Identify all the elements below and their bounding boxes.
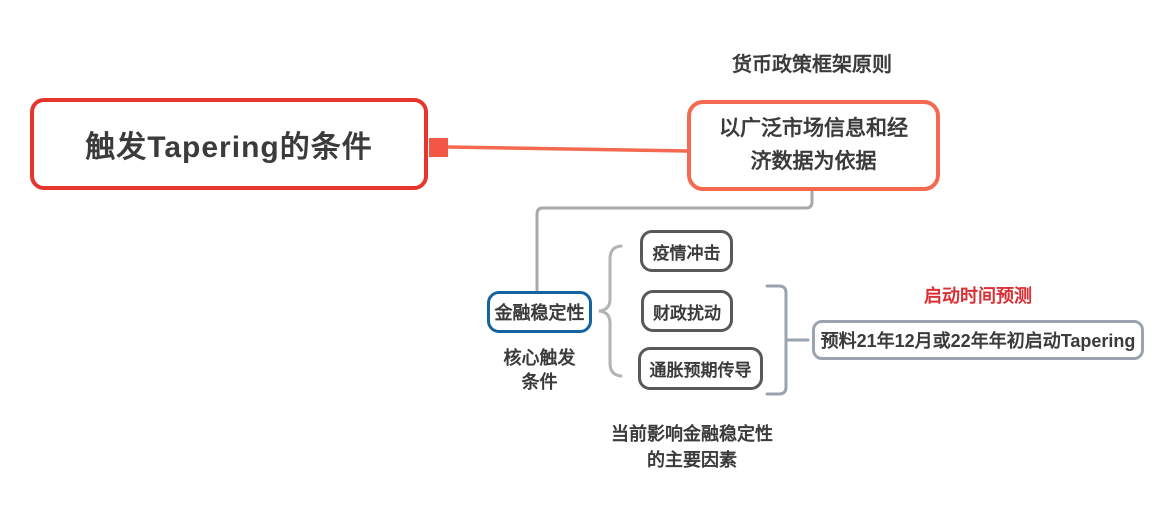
summary-bracket xyxy=(765,284,788,396)
factors-caption: 当前影响金融稳定性 的主要因素 xyxy=(611,424,773,470)
principle-label: 货币政策框架原则 xyxy=(732,54,892,76)
root-node: 触发Tapering的条件 xyxy=(30,98,428,190)
stability-caption: 核心触发 条件 xyxy=(503,348,576,392)
prediction-node: 预料21年12月或22年年初启动Tapering xyxy=(812,320,1144,360)
factor-node-fiscal: 财政扰动 xyxy=(641,290,733,332)
principle-node: 以广泛市场信息和经 济数据为依据 xyxy=(687,100,940,191)
prediction-label: 启动时间预测 xyxy=(924,286,1032,306)
connector-root-to-principle xyxy=(447,145,689,153)
root-connector-stub xyxy=(429,138,448,157)
stability-node: 金融稳定性 xyxy=(487,291,592,333)
factor-node-pandemic: 疫情冲击 xyxy=(640,230,733,272)
curly-brace xyxy=(598,244,623,378)
factor-node-inflation: 通胀预期传导 xyxy=(638,347,763,390)
connector-principle-to-stability xyxy=(535,190,814,292)
